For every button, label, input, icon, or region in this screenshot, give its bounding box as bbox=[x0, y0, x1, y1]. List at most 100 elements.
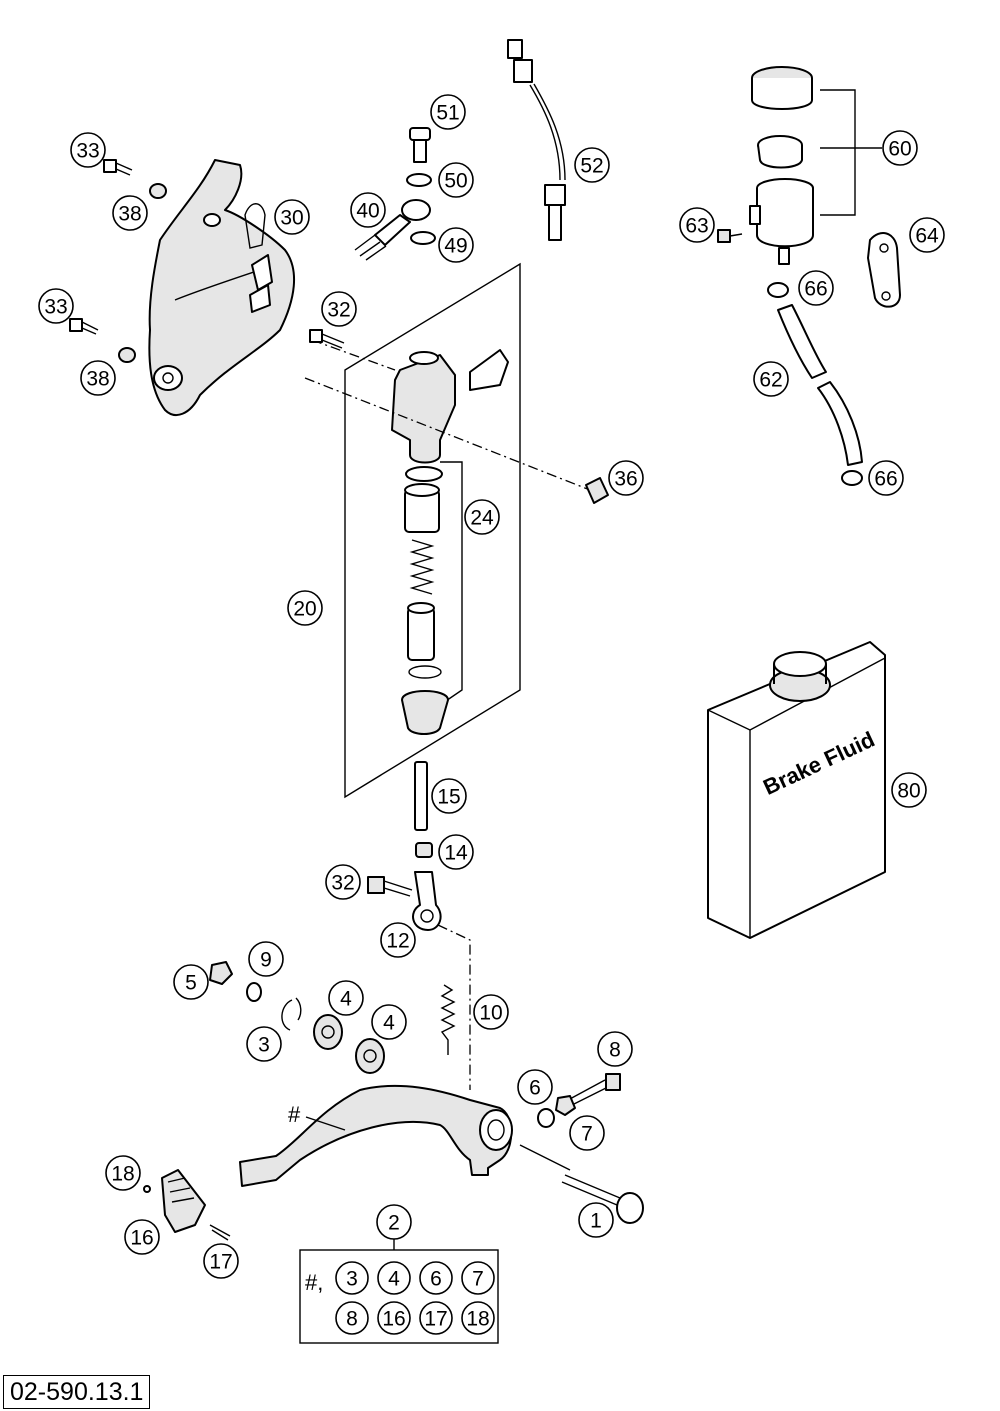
sleeve bbox=[404, 483, 440, 533]
kit-callout-circle bbox=[419, 1261, 453, 1295]
callout-c18: 18 bbox=[105, 1155, 141, 1191]
callout-circle bbox=[376, 1204, 412, 1240]
callout-circle bbox=[203, 1243, 239, 1279]
callout-c30: 30 bbox=[274, 199, 310, 235]
callout-circle bbox=[597, 1031, 633, 1067]
reservoir-body bbox=[749, 178, 814, 265]
callout-circle bbox=[124, 1219, 160, 1255]
callout-c4a: 4 bbox=[328, 980, 364, 1016]
callout-c38b: 38 bbox=[80, 360, 116, 396]
kit-callout-number: 17 bbox=[424, 1308, 447, 1331]
callout-circle bbox=[70, 132, 106, 168]
callout-c40: 40 bbox=[350, 192, 386, 228]
callout-number: 15 bbox=[437, 786, 460, 809]
callout-number: 18 bbox=[111, 1163, 134, 1186]
callout-number: 80 bbox=[897, 780, 920, 803]
callout-circle bbox=[287, 590, 323, 626]
kit-callout-number: 3 bbox=[346, 1268, 358, 1291]
callout-number: 66 bbox=[804, 278, 827, 301]
kit-callout-circle bbox=[377, 1261, 411, 1295]
brake-light-switch-52 bbox=[507, 39, 566, 241]
bearing-4-b bbox=[355, 1038, 385, 1074]
callout-number: 62 bbox=[759, 369, 782, 392]
callout-circle bbox=[38, 288, 74, 324]
callout-number: 63 bbox=[685, 215, 708, 238]
callout-circle bbox=[679, 207, 715, 243]
pedal-leader bbox=[305, 1116, 346, 1131]
brake-fluid-bottle-80 bbox=[707, 641, 886, 939]
oring bbox=[405, 466, 443, 482]
callout-number: 3 bbox=[258, 1034, 270, 1057]
callout-c32b: 32 bbox=[325, 864, 361, 900]
kit-callout-number: 7 bbox=[472, 1268, 484, 1291]
callout-number: 51 bbox=[436, 102, 459, 125]
callout-circle bbox=[868, 460, 904, 496]
callout-c15: 15 bbox=[431, 778, 467, 814]
callout-circle bbox=[325, 864, 361, 900]
washer-38-bottom bbox=[118, 347, 136, 363]
callout-c5: 5 bbox=[173, 964, 209, 1000]
callout-circle bbox=[328, 980, 364, 1016]
callout-circle bbox=[246, 1026, 282, 1062]
callout-number: 52 bbox=[580, 155, 603, 178]
callout-circle bbox=[173, 964, 209, 1000]
callout-circle bbox=[248, 941, 284, 977]
bracket-64 bbox=[867, 232, 901, 308]
callout-number: 32 bbox=[327, 299, 350, 322]
seal-ring-50 bbox=[406, 173, 432, 187]
callout-number: 1 bbox=[590, 1210, 602, 1233]
hose-62 bbox=[777, 304, 863, 466]
brake-pedal bbox=[239, 1084, 513, 1187]
callout-circle bbox=[578, 1202, 614, 1238]
callout-number: 7 bbox=[581, 1123, 593, 1146]
callout-number: 9 bbox=[260, 949, 272, 972]
bolt-33-bottom bbox=[69, 318, 99, 335]
callout-number: 20 bbox=[293, 598, 316, 621]
callout-c60: 60 bbox=[882, 130, 918, 166]
repair-kit-box bbox=[299, 1249, 499, 1344]
kit-callout-circle bbox=[461, 1301, 495, 1335]
master-cylinder-kit-outline bbox=[344, 262, 521, 799]
kit-callout-circle bbox=[335, 1301, 369, 1335]
callout-c63: 63 bbox=[679, 207, 715, 243]
kit-callout-number: 8 bbox=[346, 1308, 358, 1331]
callout-number: 8 bbox=[609, 1039, 621, 1062]
callout-c24: 24 bbox=[464, 499, 500, 535]
callout-circle bbox=[473, 994, 509, 1030]
callout-number: 64 bbox=[915, 225, 939, 248]
heel-guard-part bbox=[148, 159, 296, 416]
callout-number: 4 bbox=[340, 988, 352, 1011]
kit-callout-number: 16 bbox=[382, 1308, 405, 1331]
callout-circle bbox=[430, 94, 466, 130]
boot bbox=[401, 690, 449, 735]
spring bbox=[409, 539, 435, 595]
bolt-33-top bbox=[103, 159, 133, 176]
bolt-8 bbox=[567, 1073, 621, 1107]
callout-c4b: 4 bbox=[371, 1004, 407, 1040]
callout-circle bbox=[909, 217, 945, 253]
kit-callout: 3 bbox=[335, 1261, 369, 1295]
callout-number: 60 bbox=[888, 138, 911, 161]
callout-c9: 9 bbox=[248, 941, 284, 977]
kit-callout: 16 bbox=[377, 1301, 411, 1335]
kit-callout-number: 4 bbox=[388, 1268, 400, 1291]
callout-circle bbox=[431, 778, 467, 814]
seal-ring-49 bbox=[410, 231, 436, 245]
callout-number: 66 bbox=[874, 468, 897, 491]
callout-c50: 50 bbox=[438, 162, 474, 198]
callout-c8: 8 bbox=[597, 1031, 633, 1067]
kit-callout: 8 bbox=[335, 1301, 369, 1335]
drawing-number: 02-590.13.1 bbox=[3, 1375, 151, 1409]
callout-c64: 64 bbox=[909, 217, 945, 253]
callout-circle bbox=[882, 130, 918, 166]
callout-number: 6 bbox=[529, 1077, 541, 1100]
bolt-32-top bbox=[309, 329, 345, 349]
callout-c62: 62 bbox=[753, 361, 789, 397]
callout-circle bbox=[464, 499, 500, 535]
callout-circle bbox=[380, 922, 416, 958]
kit-callout: 17 bbox=[419, 1301, 453, 1335]
callout-number: 50 bbox=[444, 170, 467, 193]
kit-callout-number: 6 bbox=[430, 1268, 442, 1291]
callout-number: 32 bbox=[331, 872, 354, 895]
